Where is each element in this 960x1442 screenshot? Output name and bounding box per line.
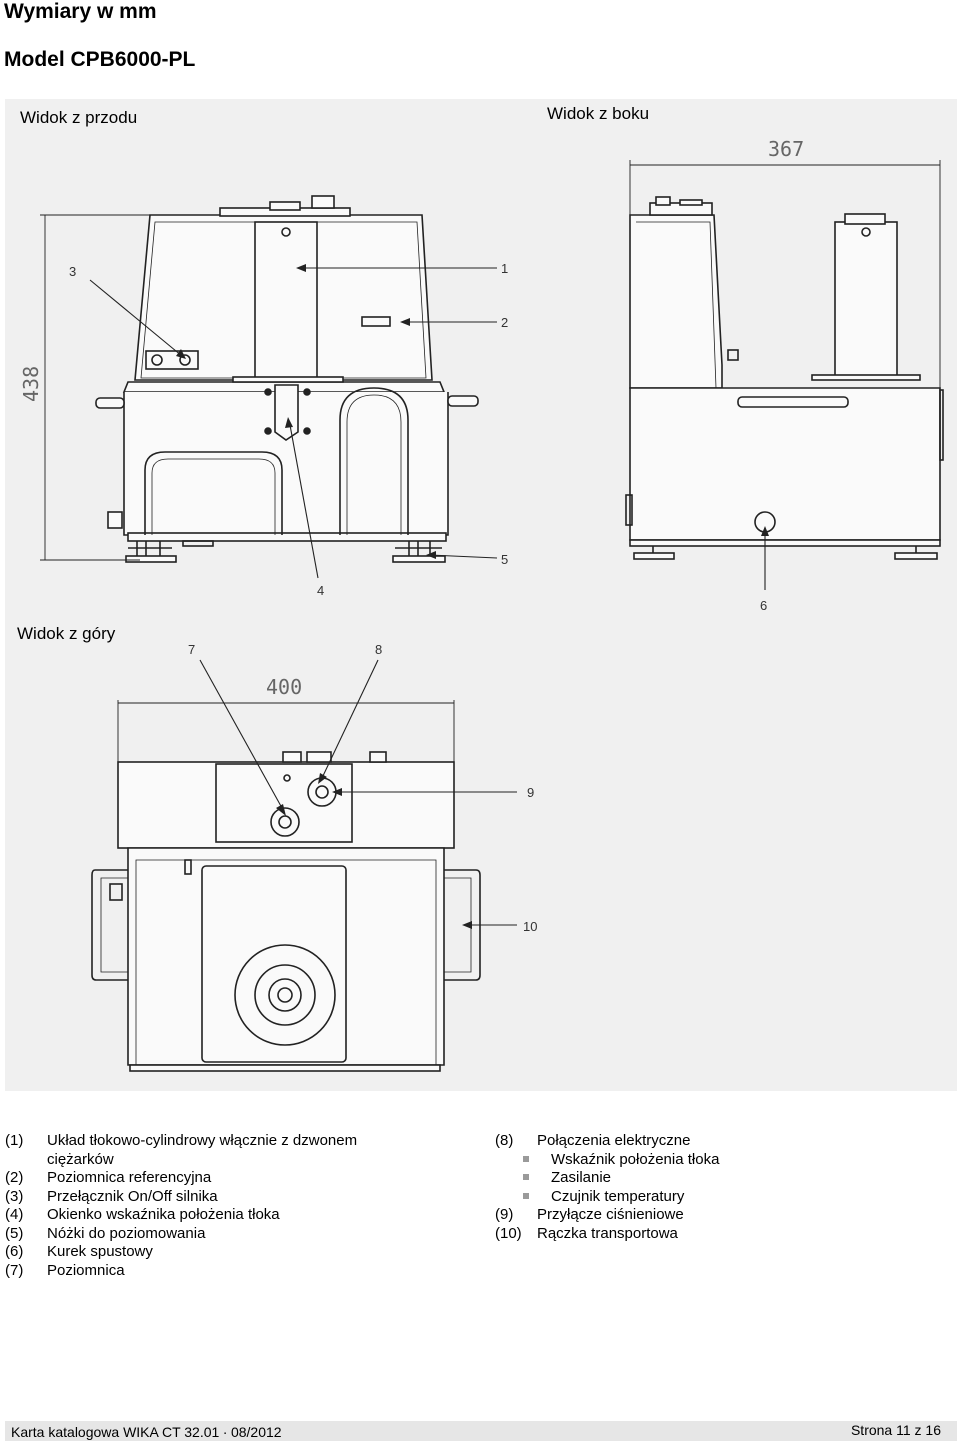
top-view-label: Widok z góry (17, 624, 116, 643)
legend-number: (3) (5, 1187, 24, 1205)
legend-text: Połączenia elektryczne (537, 1132, 691, 1149)
legend-text: Nóżki do poziomowania (47, 1224, 206, 1242)
legend-item-5: (5) Nóżki do poziomowania (5, 1225, 425, 1244)
callout-1: 1 (501, 261, 508, 276)
legend-text: Przyłącze ciśnieniowe (537, 1206, 684, 1223)
legend-number: (10) (495, 1224, 522, 1242)
legend-subitem-text: Zasilanie (551, 1169, 612, 1186)
legend-subitem: Czujnik temperatury (495, 1188, 925, 1207)
footer-page-number: Strona 11 z 16 (850, 1422, 941, 1438)
page-title: Wymiary w mm (4, 0, 157, 23)
callout-4: 4 (317, 583, 324, 598)
footer-catalog-reference: Karta katalogowa WIKA CT 32.01 ∙ 08/2012 (11, 1424, 282, 1440)
legend-text: Poziomnica referencyjna (47, 1169, 212, 1186)
front-view-label: Widok z przodu (20, 108, 138, 127)
legend-subitem-text: Wskaźnik położenia tłoka (551, 1150, 720, 1168)
callout-2: 2 (501, 315, 508, 330)
callout-6: 6 (760, 598, 767, 613)
page-footer: Karta katalogowa WIKA CT 32.01 ∙ 08/2012… (5, 1421, 957, 1441)
legend-number: (1) (5, 1132, 24, 1149)
callout-8: 8 (375, 642, 382, 657)
legend-text: Przełącznik On/Off silnika (47, 1187, 218, 1205)
legend-number: (8) (495, 1132, 514, 1149)
legend-text-continued: ciężarków (47, 1150, 114, 1168)
legend-text: Rączka transportowa (537, 1224, 678, 1242)
legend-item-6: (6) Kurek spustowy (5, 1243, 425, 1262)
legend-item-2: (2) Poziomnica referencyjna (5, 1169, 425, 1188)
model-heading: Model CPB6000-PL (4, 48, 196, 71)
legend-number: (5) (5, 1224, 24, 1242)
legend-text: Układ tłokowo-cylindrowy włącznie z dzwo… (47, 1132, 358, 1149)
legend-left: (1) Układ tłokowo-cylindrowy włącznie z … (5, 1132, 425, 1280)
callout-10: 10 (523, 919, 537, 934)
legend-item-4: (4) Okienko wskaźnika położenia tłoka (5, 1206, 425, 1225)
top-view-drawing (91, 751, 481, 1072)
legend-number: (4) (5, 1206, 24, 1223)
legend-item-9: (9) Przyłącze ciśnieniowe (495, 1206, 925, 1225)
legend-subitem: Wskaźnik położenia tłoka (495, 1151, 925, 1170)
callout-leaders (89, 267, 766, 926)
dimension-width-line (117, 700, 455, 762)
legend-number: (6) (5, 1243, 24, 1260)
legend-text: Okienko wskaźnika położenia tłoka (47, 1206, 280, 1223)
legend-item-1: (1) Układ tłokowo-cylindrowy włącznie z … (5, 1132, 425, 1169)
dimension-depth-label: 367 (768, 137, 804, 161)
dimension-height-label: 438 (19, 366, 43, 402)
legend-right: (8) Połączenia elektryczne Wskaźnik poło… (495, 1132, 925, 1243)
callout-5: 5 (501, 552, 508, 567)
legend-number: (2) (5, 1169, 24, 1186)
dimension-width-label: 400 (266, 675, 302, 699)
legend-number: (9) (495, 1206, 514, 1223)
callout-7: 7 (188, 642, 195, 657)
technical-drawing: 438 367 400 1 2 3 4 5 6 7 8 9 10 (19, 137, 944, 1072)
legend-number: (7) (5, 1261, 24, 1279)
side-view-label: Widok z boku (547, 104, 650, 123)
callout-3: 3 (69, 264, 76, 279)
legend-item-10: (10) Rączka transportowa (495, 1225, 925, 1244)
legend-text: Poziomnica (47, 1261, 125, 1279)
dimension-height-line (40, 214, 150, 561)
side-view-drawing (625, 196, 944, 560)
square-bullet-icon (523, 1192, 529, 1199)
square-bullet-icon (523, 1155, 529, 1162)
square-bullet-icon (523, 1174, 529, 1180)
legend-item-7: (7) Poziomnica (5, 1262, 425, 1281)
legend-item-8: (8) Połączenia elektryczne (495, 1132, 925, 1151)
legend-text: Kurek spustowy (47, 1243, 153, 1260)
callout-9: 9 (527, 785, 534, 800)
dimension-depth-line (629, 160, 941, 388)
legend-subitem: Zasilanie (495, 1169, 925, 1188)
legend-subitem-text: Czujnik temperatury (551, 1187, 685, 1205)
legend-item-3: (3) Przełącznik On/Off silnika (5, 1188, 425, 1207)
front-view-drawing (95, 195, 479, 563)
